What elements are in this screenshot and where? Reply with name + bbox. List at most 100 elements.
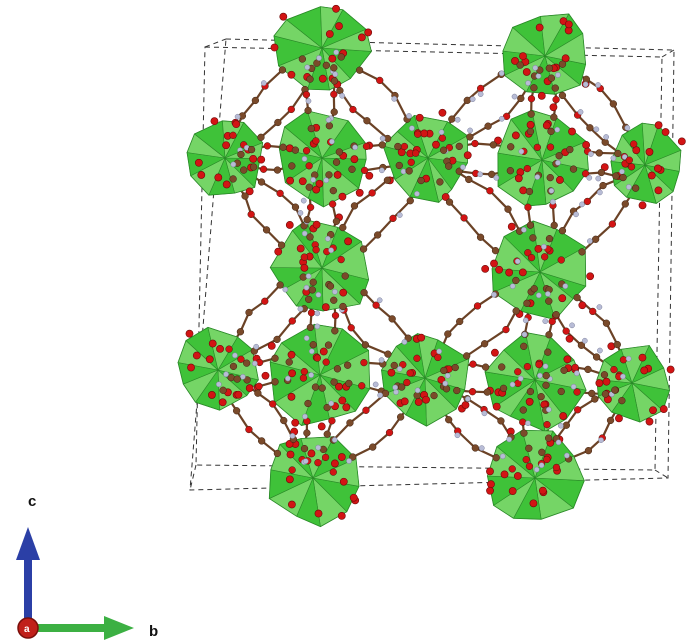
atom	[312, 246, 320, 254]
atom	[486, 187, 494, 195]
oxygen-atom	[312, 185, 321, 194]
oxygen-atom	[270, 43, 279, 52]
hydrogen-atom	[234, 113, 241, 120]
atom	[455, 167, 463, 175]
hydrogen-atom	[302, 413, 308, 420]
atom	[463, 96, 471, 104]
oxygen-atom	[486, 467, 494, 476]
atom	[321, 453, 330, 462]
hydrogen-atom	[215, 381, 222, 388]
atom	[302, 90, 311, 99]
atom	[360, 166, 369, 175]
atom	[523, 164, 531, 173]
oxygen-atom	[325, 30, 334, 38]
oxygen-atom	[338, 396, 347, 405]
hydrogen-atom	[303, 335, 310, 342]
oxygen-atom	[491, 348, 499, 357]
atom	[530, 84, 538, 92]
hydrogen-atom	[542, 363, 549, 370]
oxygen-atom	[645, 148, 654, 156]
hydrogen-atom	[587, 238, 593, 244]
atom	[319, 445, 327, 454]
atom	[535, 360, 543, 369]
atom	[348, 165, 356, 173]
oxygen-atom	[487, 480, 495, 489]
atom	[243, 376, 251, 384]
atom	[237, 355, 245, 363]
oxygen-atom	[505, 268, 514, 277]
atom	[525, 187, 534, 196]
axis-a-label: a	[24, 624, 30, 635]
atom	[240, 166, 248, 174]
hydrogen-atom	[549, 199, 556, 205]
hydrogen-atom	[610, 155, 617, 162]
hydrogen-atom	[346, 458, 352, 464]
oxygen-atom	[285, 221, 294, 229]
hydrogen-atom	[331, 437, 338, 443]
hydrogen-atom	[339, 92, 345, 99]
atom	[330, 296, 338, 304]
hydrogen-atom	[253, 343, 260, 350]
oxygen-atom	[286, 176, 295, 185]
atom	[499, 384, 508, 392]
atom	[403, 378, 411, 387]
oxygen-atom	[335, 382, 343, 391]
hydrogen-atom	[522, 317, 529, 324]
atom	[625, 156, 633, 164]
oxygen-atom	[519, 52, 527, 61]
bond	[594, 223, 614, 241]
atom	[506, 167, 515, 175]
oxygen-atom	[335, 22, 343, 30]
oxygen-atom	[365, 171, 374, 180]
oxygen-atom	[417, 333, 426, 342]
atom	[430, 391, 438, 400]
hydrogen-atom	[329, 138, 335, 145]
hydrogen-atom	[498, 115, 505, 122]
oxygen-atom	[298, 177, 307, 186]
atom	[311, 383, 320, 391]
atom	[526, 127, 535, 136]
hydrogen-atom	[324, 235, 331, 242]
atom	[363, 117, 371, 125]
atom	[552, 311, 560, 319]
atom	[362, 406, 370, 414]
hydrogen-atom	[230, 161, 237, 168]
oxygen-atom	[677, 137, 686, 146]
metal-cluster	[269, 213, 370, 314]
atom	[406, 369, 414, 377]
atom	[369, 443, 377, 451]
oxygen-atom	[561, 54, 570, 63]
atom	[337, 53, 345, 61]
atom	[390, 361, 398, 370]
atom	[502, 325, 510, 334]
atom	[332, 158, 341, 166]
atom	[225, 345, 233, 353]
atom	[545, 434, 553, 442]
atom	[552, 463, 561, 472]
hydrogen-atom	[582, 81, 589, 88]
hydrogen-atom	[302, 458, 309, 465]
bond	[505, 97, 522, 118]
oxygen-atom	[508, 487, 517, 495]
hydrogen-atom	[593, 126, 600, 133]
atom	[349, 453, 357, 461]
atom	[262, 226, 271, 234]
atom	[325, 122, 334, 130]
oxygen-atom	[559, 412, 568, 420]
hydrogen-atom	[460, 164, 466, 171]
oxygen-atom	[422, 395, 430, 404]
atom	[276, 281, 284, 289]
bond	[290, 88, 306, 111]
atom	[562, 421, 571, 429]
oxygen-atom	[192, 351, 201, 360]
oxygen-atom	[534, 244, 543, 253]
atom	[328, 200, 337, 208]
hydrogen-atom	[535, 292, 542, 299]
hydrogen-atom	[436, 348, 442, 355]
hydrogen-atom	[328, 247, 334, 254]
bond	[484, 328, 507, 345]
atom	[404, 334, 412, 342]
bond	[276, 320, 294, 341]
oxygen-atom	[615, 414, 623, 423]
atom	[517, 94, 525, 103]
